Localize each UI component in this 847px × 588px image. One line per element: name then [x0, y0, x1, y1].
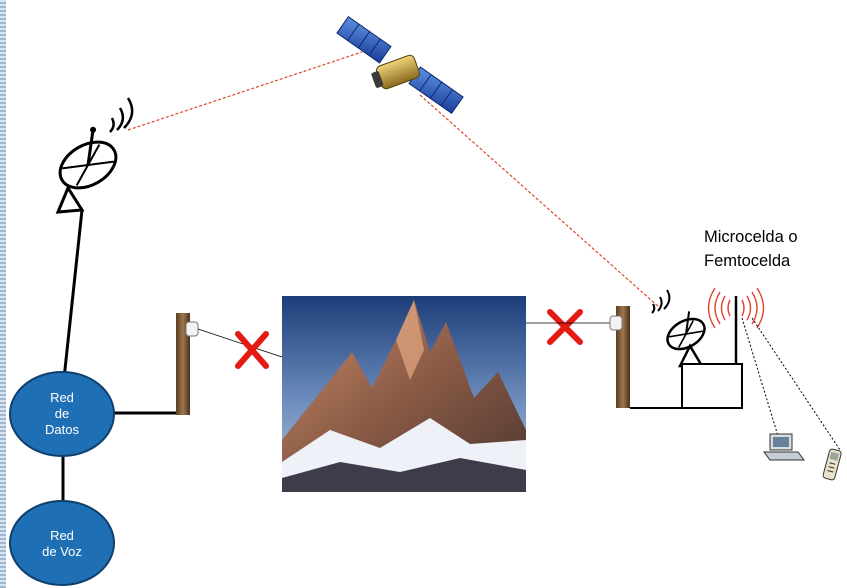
- mobile-phone-icon: [822, 448, 842, 481]
- pole-radio-right: [609, 315, 623, 331]
- antenna-signal-waves: [707, 287, 765, 329]
- radio-link-left: [197, 328, 286, 359]
- voice-network-node: [9, 500, 115, 586]
- data-network-label: Red de Datos: [45, 390, 79, 437]
- data-network-node: [9, 371, 115, 457]
- microcell-caption: Microcelda o Femtocelda: [704, 228, 798, 270]
- satellite-dish-icon: [58, 126, 118, 190]
- mountain-photo: [282, 296, 526, 492]
- signal-waves-icon: [109, 97, 134, 133]
- link-to-laptop: [741, 317, 779, 437]
- wire-dish-to-data: [61, 209, 84, 389]
- laptop-icon: [763, 433, 805, 461]
- satellite-link-left: [127, 51, 363, 131]
- dish-stand: [55, 184, 85, 214]
- signal-waves-icon-right: [651, 289, 671, 314]
- link-to-phone: [751, 317, 841, 451]
- pole-icon-right: [616, 306, 630, 408]
- satellite-dish-icon-right: [666, 311, 706, 351]
- satellite-link-right: [419, 94, 661, 309]
- satellite-icon: [336, 15, 464, 115]
- pole-icon: [176, 313, 190, 415]
- blocked-mark-left: [235, 331, 269, 369]
- voice-network-label: Red de Voz: [42, 528, 82, 559]
- base-station-box: [681, 363, 743, 409]
- pole-radio: [185, 321, 199, 337]
- blocked-mark-right: [547, 309, 583, 345]
- slide-left-border: [0, 0, 6, 588]
